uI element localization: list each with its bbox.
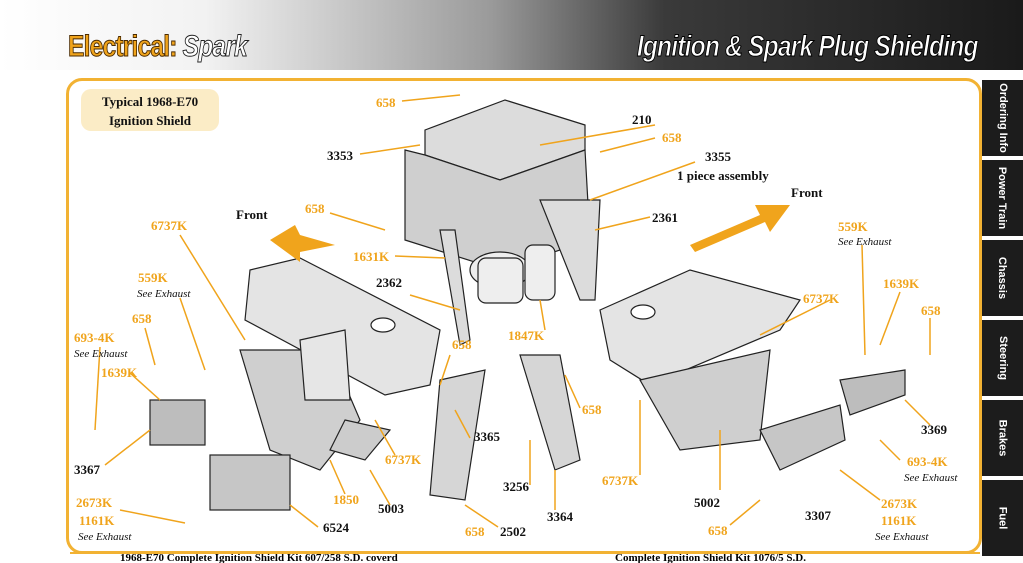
label-3256: 3256 xyxy=(503,479,530,494)
label-6737K-d: 6737K xyxy=(602,473,639,488)
label-2502: 2502 xyxy=(500,524,526,539)
label-see-exhaust-b: See Exhaust xyxy=(137,288,191,300)
shield-3365 xyxy=(429,369,486,501)
label-3369: 3369 xyxy=(921,422,948,437)
label-658-f: 658 xyxy=(452,337,472,352)
shield-3307 xyxy=(759,404,846,471)
bracket-2361 xyxy=(539,199,601,301)
label-6737K-c: 6737K xyxy=(385,452,422,467)
section-title: Electrical: Spark xyxy=(68,30,249,64)
footer-strip: 1968-E70 Complete Ignition Shield Kit 60… xyxy=(70,552,980,563)
label-658-h: 658 xyxy=(465,524,485,539)
label-3353: 3353 xyxy=(327,148,354,163)
tab-steering[interactable]: Steering xyxy=(982,320,1023,396)
page-title: Ignition & Spark Plug Shielding xyxy=(637,30,980,64)
coil-body xyxy=(477,257,524,304)
label-693-4K-left: 693-4K xyxy=(74,330,115,345)
label-658-e: 658 xyxy=(921,303,941,318)
label-2361: 2361 xyxy=(652,210,678,225)
left-oil-cap xyxy=(370,317,396,333)
bracket-2362 xyxy=(439,229,471,346)
section-name: Electrical: xyxy=(68,30,178,64)
label-658-c: 658 xyxy=(305,201,325,216)
shield-6524 xyxy=(209,454,291,511)
diagram-tag: Typical 1968-E70 Ignition Shield xyxy=(81,89,219,131)
subsection-name: Spark xyxy=(182,30,248,64)
leader-lines xyxy=(94,94,931,528)
label-658-b: 658 xyxy=(662,130,682,145)
label-6524: 6524 xyxy=(323,520,350,535)
label-2362: 2362 xyxy=(376,275,402,290)
tab-brakes[interactable]: Brakes xyxy=(982,400,1023,476)
label-1161K-right: 1161K xyxy=(881,513,917,528)
footer-right-text: Complete Ignition Shield Kit 1076/5 S.D. xyxy=(615,552,806,563)
label-see-exhaust-e: See Exhaust xyxy=(78,531,132,543)
label-658-g: 658 xyxy=(582,402,602,417)
block-3367 xyxy=(149,399,206,446)
label-693-4K-right: 693-4K xyxy=(907,454,948,469)
label-see-exhaust-d: See Exhaust xyxy=(904,472,958,484)
coil xyxy=(524,244,556,301)
left-mid-shield xyxy=(299,329,351,401)
label-658-d: 658 xyxy=(132,311,152,326)
bracket-5003 xyxy=(329,419,392,461)
part-labels: 658 210 658 3353 3355 1 piece assembly F… xyxy=(74,95,958,543)
label-658-a: 658 xyxy=(376,95,396,110)
label-559K-left: 559K xyxy=(138,270,169,285)
label-5003: 5003 xyxy=(378,501,405,516)
label-3307: 3307 xyxy=(805,508,832,523)
right-oil-cap xyxy=(630,304,656,320)
footer-left-text: 1968-E70 Complete Ignition Shield Kit 60… xyxy=(120,552,398,563)
label-658-i: 658 xyxy=(708,523,728,538)
label-3365: 3365 xyxy=(474,429,501,444)
label-6737K-a: 6737K xyxy=(151,218,188,233)
right-lower-shield xyxy=(639,349,771,451)
page-header: Electrical: Spark Ignition & Spark Plug … xyxy=(0,0,1023,70)
label-see-exhaust-c: See Exhaust xyxy=(74,348,128,360)
right-valve-cover xyxy=(599,269,801,386)
label-1847K: 1847K xyxy=(508,328,545,343)
tab-chassis[interactable]: Chassis xyxy=(982,240,1023,316)
tab-fuel[interactable]: Fuel xyxy=(982,480,1023,556)
tag-line-2: Ignition Shield xyxy=(108,113,191,128)
label-2673K-left: 2673K xyxy=(76,495,113,510)
label-1850: 1850 xyxy=(333,492,359,507)
label-assembly: 1 piece assembly xyxy=(677,168,769,183)
label-2673K-right: 2673K xyxy=(881,496,918,511)
tab-ordering-info[interactable]: Ordering Info xyxy=(982,80,1023,156)
front-arrow-left xyxy=(270,225,335,262)
label-see-exhaust-f: See Exhaust xyxy=(875,531,929,543)
label-3367: 3367 xyxy=(74,462,101,477)
label-3364: 3364 xyxy=(547,509,574,524)
tab-power-train[interactable]: Power Train xyxy=(982,160,1023,236)
label-front-left: Front xyxy=(236,207,268,222)
label-1161K-left: 1161K xyxy=(79,513,115,528)
label-3355: 3355 xyxy=(705,149,732,164)
label-5002: 5002 xyxy=(694,495,720,510)
label-1631K: 1631K xyxy=(353,249,390,264)
front-arrow-right xyxy=(690,205,790,252)
label-see-exhaust-a: See Exhaust xyxy=(838,236,892,248)
shield-3364 xyxy=(519,354,581,471)
label-6737K-b: 6737K xyxy=(803,291,840,306)
label-559K-right: 559K xyxy=(838,219,869,234)
tag-line-1: Typical 1968-E70 xyxy=(101,94,199,109)
label-210: 210 xyxy=(632,112,652,127)
label-1639K-left: 1639K xyxy=(101,365,138,380)
label-front-right: Front xyxy=(791,185,823,200)
bracket-3369 xyxy=(839,369,906,416)
label-1639K-right: 1639K xyxy=(883,276,920,291)
parts-drawing xyxy=(149,99,906,511)
